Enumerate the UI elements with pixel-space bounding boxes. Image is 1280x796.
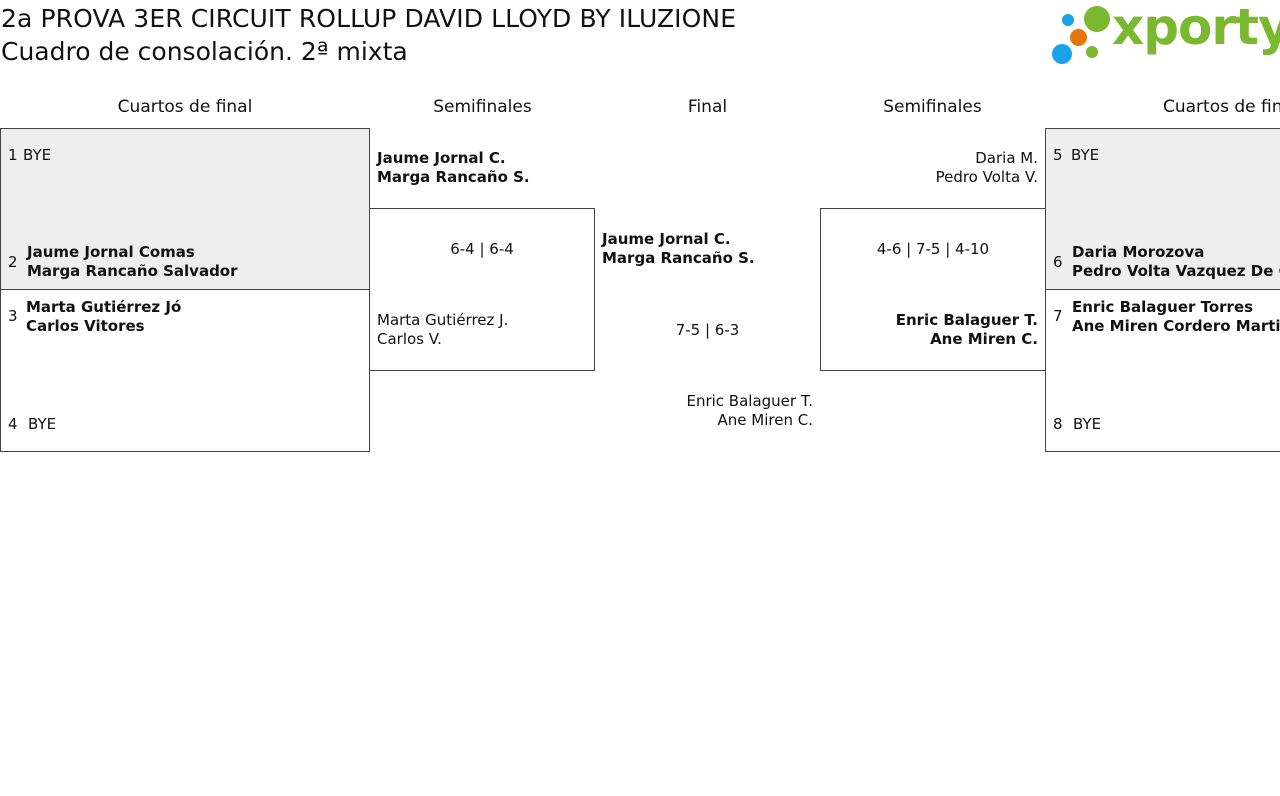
player-name: Ane Miren C. — [930, 330, 1038, 348]
draw-subtitle: Cuadro de consolación. 2ª mixta — [1, 37, 408, 66]
player-name: Marga Rancaño Salvador — [27, 262, 238, 280]
match-box-right-qf-1[interactable] — [1045, 128, 1280, 290]
seed-number: 5 — [1053, 146, 1063, 164]
player-name: BYE — [28, 415, 57, 433]
seed-number: 4 — [8, 415, 18, 433]
player-name: Pedro Volta V. — [935, 168, 1038, 186]
player-name: Marga Rancaño S. — [602, 249, 755, 267]
player-name: Pedro Volta Vazquez De Cas — [1072, 262, 1280, 280]
logo-dot-blue-large-icon — [1052, 44, 1072, 64]
logo-dot-blue-small-icon — [1062, 14, 1074, 26]
round-header-right-quarterfinals: Cuartos de fin — [1163, 97, 1280, 117]
player-name: BYE — [1071, 146, 1100, 164]
player-name: BYE — [23, 146, 52, 164]
round-header-left-quarterfinals: Cuartos de final — [117, 97, 253, 117]
match-score: 6-4 | 6-4 — [450, 240, 514, 258]
player-name: Carlos V. — [377, 330, 442, 348]
seed-number: 3 — [8, 307, 18, 325]
player-name: Carlos Vitores — [26, 317, 145, 335]
seed-number: 6 — [1053, 253, 1063, 271]
seed-number: 2 — [8, 253, 18, 271]
logo-dot-orange-icon — [1070, 29, 1087, 46]
player-name: Jaume Jornal C. — [377, 149, 506, 167]
player-name: Enric Balaguer Torres — [1072, 298, 1254, 316]
player-name: Daria M. — [975, 149, 1038, 167]
seed-number: 7 — [1053, 307, 1063, 325]
player-name: Marta Gutiérrez J. — [377, 311, 509, 329]
match-box-right-qf-2[interactable] — [1045, 289, 1280, 452]
final-score: 7-5 | 6-3 — [675, 321, 740, 339]
seed-number: 1 — [8, 146, 18, 164]
match-box-left-sf[interactable] — [369, 208, 595, 371]
logo-wordmark: xporty — [1112, 0, 1280, 56]
xporty-logo[interactable]: xporty — [1052, 0, 1280, 66]
seed-number: 8 — [1053, 415, 1063, 433]
tournament-title: 2a PROVA 3ER CIRCUIT ROLLUP DAVID LLOYD … — [1, 4, 737, 33]
logo-dot-green-icon — [1084, 6, 1110, 32]
player-name: Marga Rancaño S. — [377, 168, 530, 186]
player-name: Marta Gutiérrez Jó — [26, 298, 182, 316]
player-name: Enric Balaguer T. — [686, 392, 813, 410]
round-header-left-semifinals: Semifinales — [433, 97, 532, 117]
round-header-right-semifinals: Semifinales — [883, 97, 982, 117]
player-name: BYE — [1073, 415, 1102, 433]
match-box-left-qf-1[interactable] — [0, 128, 370, 290]
logo-dot-green-small-icon — [1086, 46, 1098, 58]
player-name: Ane Miren Cordero Martinez — [1072, 317, 1280, 335]
round-header-final: Final — [687, 97, 728, 117]
player-name: Enric Balaguer T. — [895, 311, 1038, 329]
player-name: Jaume Jornal Comas — [27, 243, 195, 261]
player-name: Daria Morozova — [1072, 243, 1205, 261]
match-score: 4-6 | 7-5 | 4-10 — [876, 240, 990, 258]
player-name: Ane Miren C. — [717, 411, 813, 429]
player-name: Jaume Jornal C. — [602, 230, 731, 248]
